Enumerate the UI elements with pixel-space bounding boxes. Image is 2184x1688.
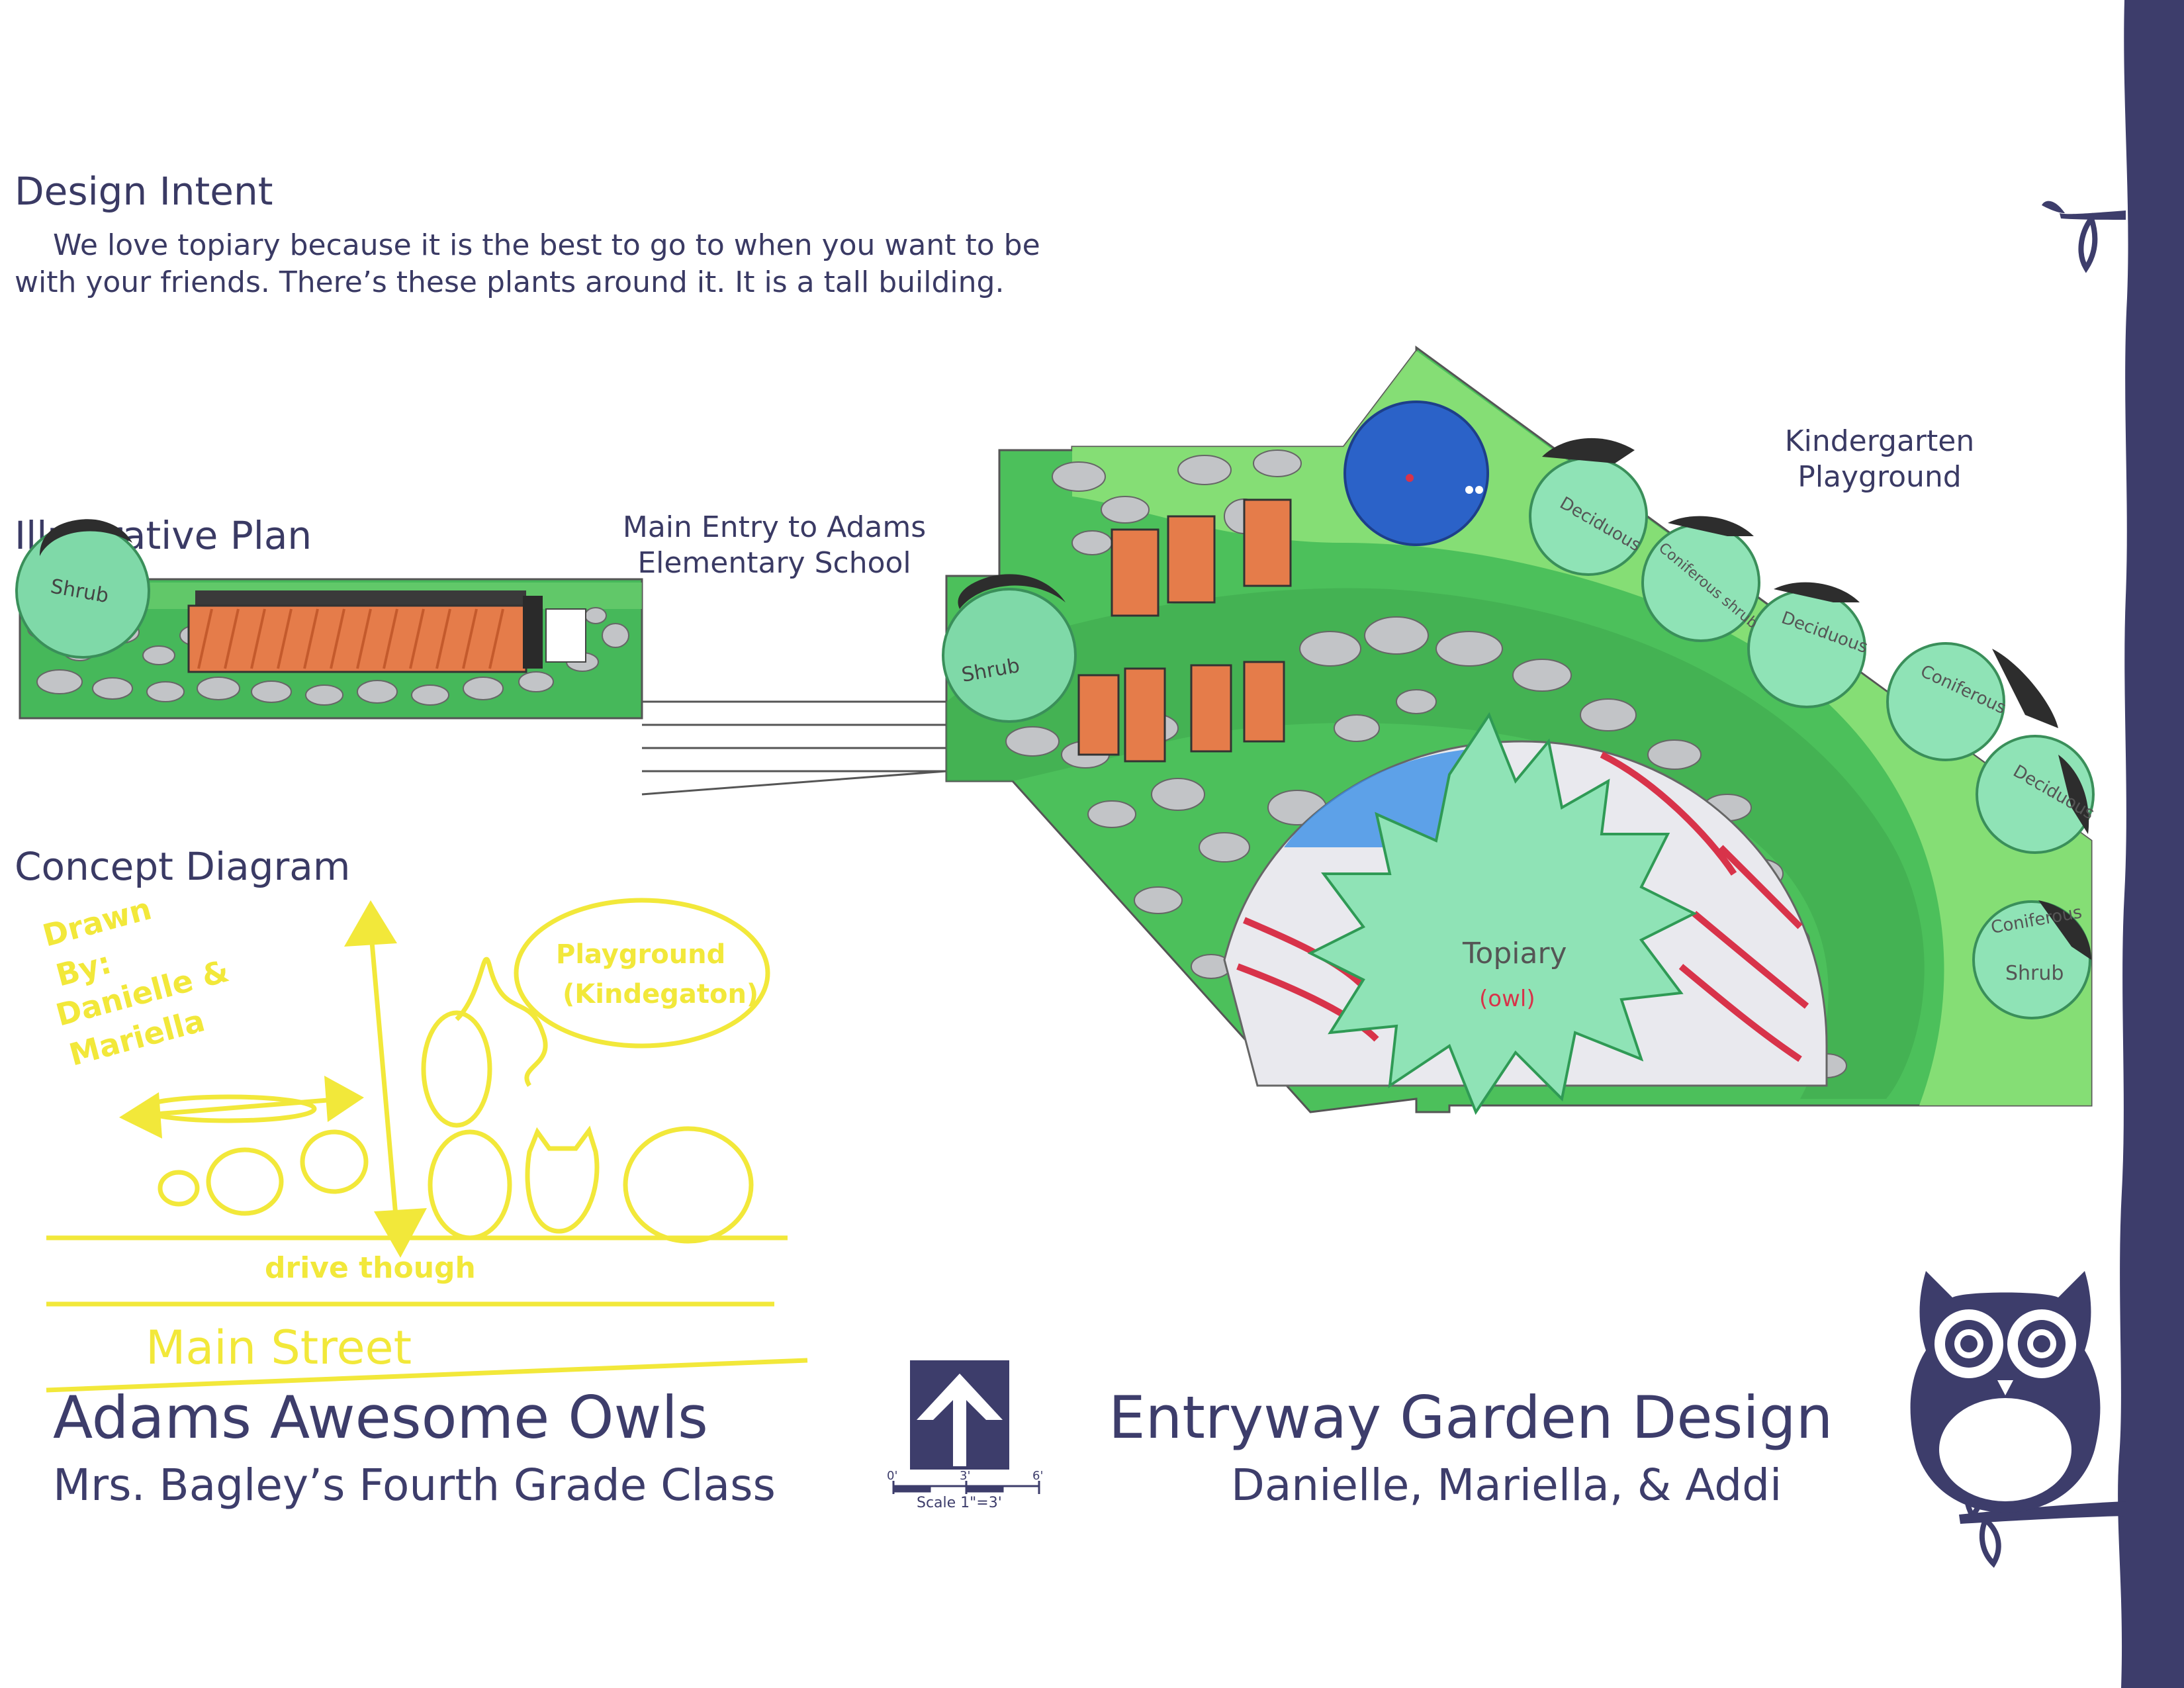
red-stripes	[1236, 751, 1809, 1062]
tree-coniferous-2	[1886, 642, 2005, 761]
bed-6	[1190, 664, 1232, 753]
arrowhead-down	[374, 1208, 427, 1258]
pond-fish-2	[1465, 486, 1473, 494]
design-intent-line-2: with your friends. There’s these plants …	[15, 265, 1005, 299]
upper-branch-leaf-1	[2042, 201, 2065, 213]
tree-label-shrub-right: Shrub	[2005, 962, 2064, 985]
main-street-line	[46, 1358, 808, 1393]
playground-note: Playground (Kindegaton)	[556, 939, 758, 1009]
bed-2	[1167, 515, 1216, 604]
drawn-by-line-1: Drawn	[39, 890, 155, 953]
design-intent-text: We love topiary because it is the best t…	[15, 227, 1040, 301]
kindergarten-line-1: Kindergarten	[1784, 424, 1975, 458]
concept-diagram-heading: Concept Diagram	[15, 844, 351, 889]
entry-walkway	[642, 700, 946, 773]
owl-right-pupil	[2033, 1335, 2050, 1352]
main-shrub-left	[942, 588, 1077, 723]
scale-tick-0: 0'	[887, 1469, 897, 1483]
concept-bubble-2	[206, 1147, 284, 1216]
concept-bubble-5	[428, 1129, 512, 1241]
design-intent-line-1: We love topiary because it is the best t…	[53, 228, 1040, 262]
bed-1	[1111, 528, 1160, 617]
concept-diagram-lines	[46, 898, 808, 1393]
drive-through-label: drive though	[265, 1251, 476, 1285]
walkway-edge	[641, 770, 947, 796]
tree-shadow-3	[1774, 582, 1860, 602]
scale-label: Scale 1"=3'	[917, 1495, 1002, 1511]
blue-plaza-section	[1284, 748, 1482, 847]
topiary-label: Topiary	[1462, 937, 1567, 970]
main-shrub-shadow	[958, 574, 1066, 609]
pond	[1343, 400, 1489, 546]
drawn-by-note: Drawn By: Danielle & Mariella	[39, 890, 233, 1072]
vertical-arrow-shaft	[368, 926, 400, 1232]
owl-belly	[1939, 1398, 2071, 1501]
main-entry-label: Main Entry to Adams Elementary School	[596, 510, 953, 581]
tree-shadow-1	[1542, 438, 1635, 463]
scale-tick-3: 3'	[960, 1469, 970, 1483]
planter-end-cap	[523, 596, 543, 669]
left-shrub-shadow	[40, 519, 132, 556]
north-arrow-and-scale: 0' 3' 6' Scale 1"=3'	[887, 1360, 1043, 1511]
project-title: Entryway Garden Design	[1109, 1383, 1833, 1452]
owl-icon	[1910, 1271, 2101, 1513]
kindergarten-line-2: Playground	[1797, 460, 1962, 494]
concept-bubble-1	[158, 1170, 200, 1207]
bed-4	[1077, 674, 1120, 756]
concept-bubble-3	[300, 1129, 369, 1194]
scale-tick-6: 6'	[1032, 1469, 1043, 1483]
left-planter-hatch	[197, 608, 504, 669]
topiary-owl-label: (owl)	[1479, 986, 1535, 1012]
scale-bar	[892, 1481, 1040, 1494]
design-intent-heading: Design Intent	[15, 169, 273, 214]
concept-diagram-drawing: Drawn By: Danielle & Mariella Playground…	[39, 890, 808, 1393]
light-grass-band	[1072, 351, 2091, 1105]
bed-7	[1243, 661, 1285, 743]
team-name: Adams Awesome Owls	[53, 1383, 708, 1452]
lower-branch-leaf-2	[1979, 1515, 2001, 1568]
tree-shadow-2	[1668, 516, 1754, 536]
lower-branch	[1959, 1501, 2126, 1524]
horizontal-arrow-shaft	[138, 1096, 345, 1118]
owl-beak	[1997, 1380, 2013, 1395]
arrowhead-left	[119, 1092, 162, 1139]
plaque-box	[545, 608, 586, 663]
kindergarten-playground-label: Kindergarten Playground	[1747, 424, 2012, 495]
concept-bubble-4	[421, 1010, 492, 1128]
squiggle-connector	[455, 957, 548, 1087]
concept-bubble-girls	[623, 1126, 754, 1244]
tree-shadow-4	[1992, 649, 2058, 728]
tree-row	[1529, 438, 2095, 1019]
concept-arrowheads	[119, 900, 427, 1258]
owl-left-pupil	[1960, 1335, 1978, 1352]
bed-3	[1243, 498, 1292, 587]
arrowhead-up	[344, 900, 397, 947]
pond-fish-1	[1406, 474, 1414, 482]
class-name: Mrs. Bagley’s Fourth Grade Class	[53, 1460, 776, 1511]
playground-note-line-1: Playground	[556, 939, 725, 970]
planter-top-edge	[195, 590, 526, 606]
upper-branch-leaf-2	[2078, 212, 2098, 273]
tree-trunk	[2118, 0, 2184, 1688]
main-plan-stones	[1005, 449, 1847, 1078]
playground-bubble	[514, 898, 770, 1049]
tree-shadow-6	[2038, 900, 2091, 960]
pond-fish-3	[1475, 486, 1483, 494]
bed-5	[1124, 667, 1166, 763]
terracotta-planting-beds	[1077, 498, 1292, 763]
playground-note-line-2: (Kindegaton)	[563, 979, 758, 1009]
illustrative-plan-drawing: Shrub Shrub	[15, 346, 2098, 1115]
main-entry-line-2: Elementary School	[637, 546, 911, 580]
concept-owl-bubble	[525, 1125, 600, 1234]
main-entry-line-1: Main Entry to Adams	[622, 510, 927, 544]
main-street-label: Main Street	[146, 1321, 412, 1375]
arrowhead-right	[324, 1076, 364, 1122]
topiary-owl	[1307, 712, 1698, 1115]
north-arrow-icon	[917, 1374, 1003, 1466]
project-authors: Danielle, Mariella, & Addi	[1231, 1460, 1782, 1511]
tree-shadow-5	[2058, 755, 2089, 834]
